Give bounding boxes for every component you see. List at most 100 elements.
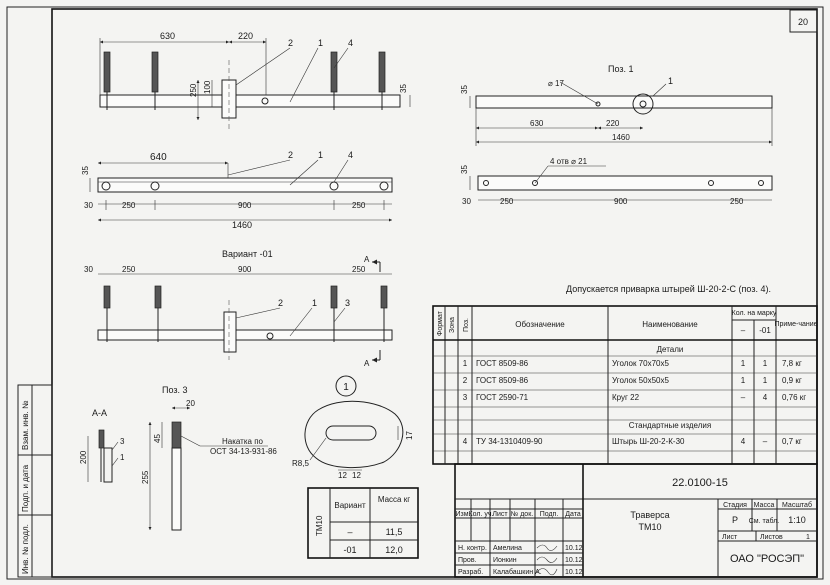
- tb-col: Дата: [565, 511, 581, 518]
- pos1-title: Поз. 1: [608, 64, 634, 74]
- hdr-format: Формат: [437, 310, 444, 336]
- view-detail-1: 1 17 12 12 R8,5: [292, 375, 414, 480]
- dim-900-plan2: 900: [614, 197, 628, 206]
- callout-3-aa: 3: [120, 437, 125, 446]
- view-plan: 640 2 1 4 35 30 250 900 250 1460: [81, 150, 393, 230]
- mass-row-value: 12,0: [385, 545, 403, 555]
- tb-date: 10.12: [565, 569, 583, 576]
- signature-mark: [536, 568, 558, 576]
- weld-allowance-note: Допускается приварка штырей Ш-20-2-С (по…: [566, 284, 771, 294]
- tb-sheets-label: Листов: [760, 534, 783, 541]
- tb-role: Н. контр.: [458, 545, 487, 552]
- side-stamp: Взам. инв. № Подп. и дата Инв. № подл.: [17, 384, 53, 578]
- svg-text:0,9 кг: 0,9 кг: [782, 376, 802, 385]
- callout-2: 2: [288, 38, 293, 48]
- tb-role: Разраб.: [458, 568, 483, 576]
- product-mark: ТМ10: [638, 522, 661, 532]
- svg-text:–: –: [763, 437, 768, 446]
- view-pos1: Поз. 1 ⌀ 17 1 35 630 220 1460: [460, 64, 773, 146]
- svg-text:4: 4: [763, 393, 768, 402]
- view-front-with-pins: 630 220 250 100 35 2 1 4: [99, 31, 411, 130]
- variant-title: Вариант -01: [222, 249, 273, 259]
- callout-1-plan: 1: [318, 150, 323, 160]
- dim-17-detail: 17: [405, 431, 414, 440]
- dim-255: 255: [141, 470, 150, 484]
- hdr-qty-a: –: [741, 326, 746, 335]
- dim-250-plan2-left: 250: [500, 197, 514, 206]
- tb-scale: 1:10: [788, 515, 806, 525]
- weld-note-1: Накатка по: [222, 437, 264, 446]
- callout-1: 1: [318, 38, 323, 48]
- callout-1-aa: 1: [120, 453, 125, 462]
- doc-code: 22.0100-15: [672, 477, 728, 489]
- svg-text:ГОСТ 8509-86: ГОСТ 8509-86: [476, 376, 529, 385]
- svg-text:4: 4: [463, 437, 468, 446]
- dim-35-a: 35: [399, 84, 408, 93]
- mass-table: ТМ10 Вариант Масса кг – 11,5 -01 12,0: [307, 487, 419, 559]
- callout-2-var: 2: [278, 298, 283, 308]
- tb-stage: Р: [732, 515, 738, 525]
- svg-text:1: 1: [763, 359, 768, 368]
- dim-100: 100: [203, 80, 212, 94]
- tb-col: Изм.: [456, 511, 471, 518]
- section-mark-top: А: [364, 255, 370, 264]
- mass-row-variant: –: [347, 527, 352, 537]
- product-name: Траверса: [630, 510, 669, 520]
- page-number-box: [789, 9, 818, 33]
- mass-col-variant: Вариант: [334, 501, 366, 510]
- dim-250-plan-left: 250: [122, 201, 136, 210]
- tb-role: Пров.: [458, 557, 477, 564]
- svg-text:1: 1: [463, 359, 468, 368]
- view-pos3: Поз. 3 20 45 255 Накатка по ОСТ 34-13-93…: [141, 385, 277, 531]
- callout-1-pos1: 1: [668, 76, 673, 86]
- mass-row-variant: -01: [343, 545, 356, 555]
- pos3-title: Поз. 3: [162, 385, 188, 395]
- dim-1460-pos1: 1460: [612, 133, 630, 142]
- spec-row: 4 ТУ 34-1310409-90 Штырь Ш-20-2-К-30 4 –…: [463, 437, 802, 446]
- dim-250-var-right: 250: [352, 265, 366, 274]
- dim-250-vert: 250: [189, 83, 198, 97]
- holes-label: 4 отв ⌀ 21: [550, 157, 588, 166]
- mass-mark: ТМ10: [315, 515, 324, 536]
- svg-text:1: 1: [741, 376, 746, 385]
- dim-20: 20: [186, 399, 195, 408]
- dim-630-pos1: 630: [530, 119, 544, 128]
- tb-col: Кол. уч.: [469, 511, 494, 518]
- svg-text:Штырь Ш-20-2-К-30: Штырь Ш-20-2-К-30: [612, 437, 685, 446]
- section-mark-bottom: А: [364, 359, 370, 368]
- hdr-designation: Обозначение: [515, 320, 565, 329]
- dim-900-var: 900: [238, 265, 252, 274]
- dim-30-plan: 30: [84, 201, 93, 210]
- tb-mass-value: См. табл.: [749, 517, 780, 525]
- view-section-aa: А-А 200 3 1: [79, 408, 125, 483]
- dim-640: 640: [150, 152, 167, 163]
- signature-mark: [536, 556, 558, 563]
- spec-row: 3 ГОСТ 2590-71 Круг 22 – 4 0,76 кг: [463, 393, 807, 402]
- company-name: ОАО "РОСЭП": [730, 553, 804, 565]
- dim-250-plan2-right: 250: [730, 197, 744, 206]
- hdr-zone: Зона: [449, 317, 456, 333]
- hdr-pos: Поз.: [463, 318, 470, 332]
- diam-17: ⌀ 17: [548, 79, 564, 88]
- spec-row: 2 ГОСТ 8509-86 Уголок 50х50х5 1 1 0,9 кг: [463, 376, 802, 385]
- svg-text:Уголок 70х70х5: Уголок 70х70х5: [612, 359, 669, 368]
- svg-text:ТУ 34-1310409-90: ТУ 34-1310409-90: [476, 437, 543, 446]
- dim-220: 220: [238, 31, 253, 41]
- svg-text:1: 1: [741, 359, 746, 368]
- tb-col: Подп.: [540, 511, 559, 518]
- dim-630: 630: [160, 31, 175, 41]
- dim-12-a: 12: [338, 471, 347, 480]
- svg-text:–: –: [741, 393, 746, 402]
- callout-4: 4: [348, 38, 353, 48]
- tb-person: Амелина: [493, 545, 522, 552]
- signature-mark: [536, 544, 558, 551]
- svg-text:1: 1: [763, 376, 768, 385]
- svg-text:ГОСТ 2590-71: ГОСТ 2590-71: [476, 393, 529, 402]
- svg-text:Круг 22: Круг 22: [612, 393, 640, 402]
- dim-1460-plan: 1460: [232, 220, 252, 230]
- tb-date: 10.12: [565, 545, 583, 552]
- view-variant-01: Вариант -01 30 250 900 250 2 1 3 А А: [84, 249, 393, 368]
- spec-row: 1 ГОСТ 8509-86 Уголок 70х70х5 1 1 7,8 кг: [463, 359, 802, 368]
- svg-text:Уголок 50х50х5: Уголок 50х50х5: [612, 376, 669, 385]
